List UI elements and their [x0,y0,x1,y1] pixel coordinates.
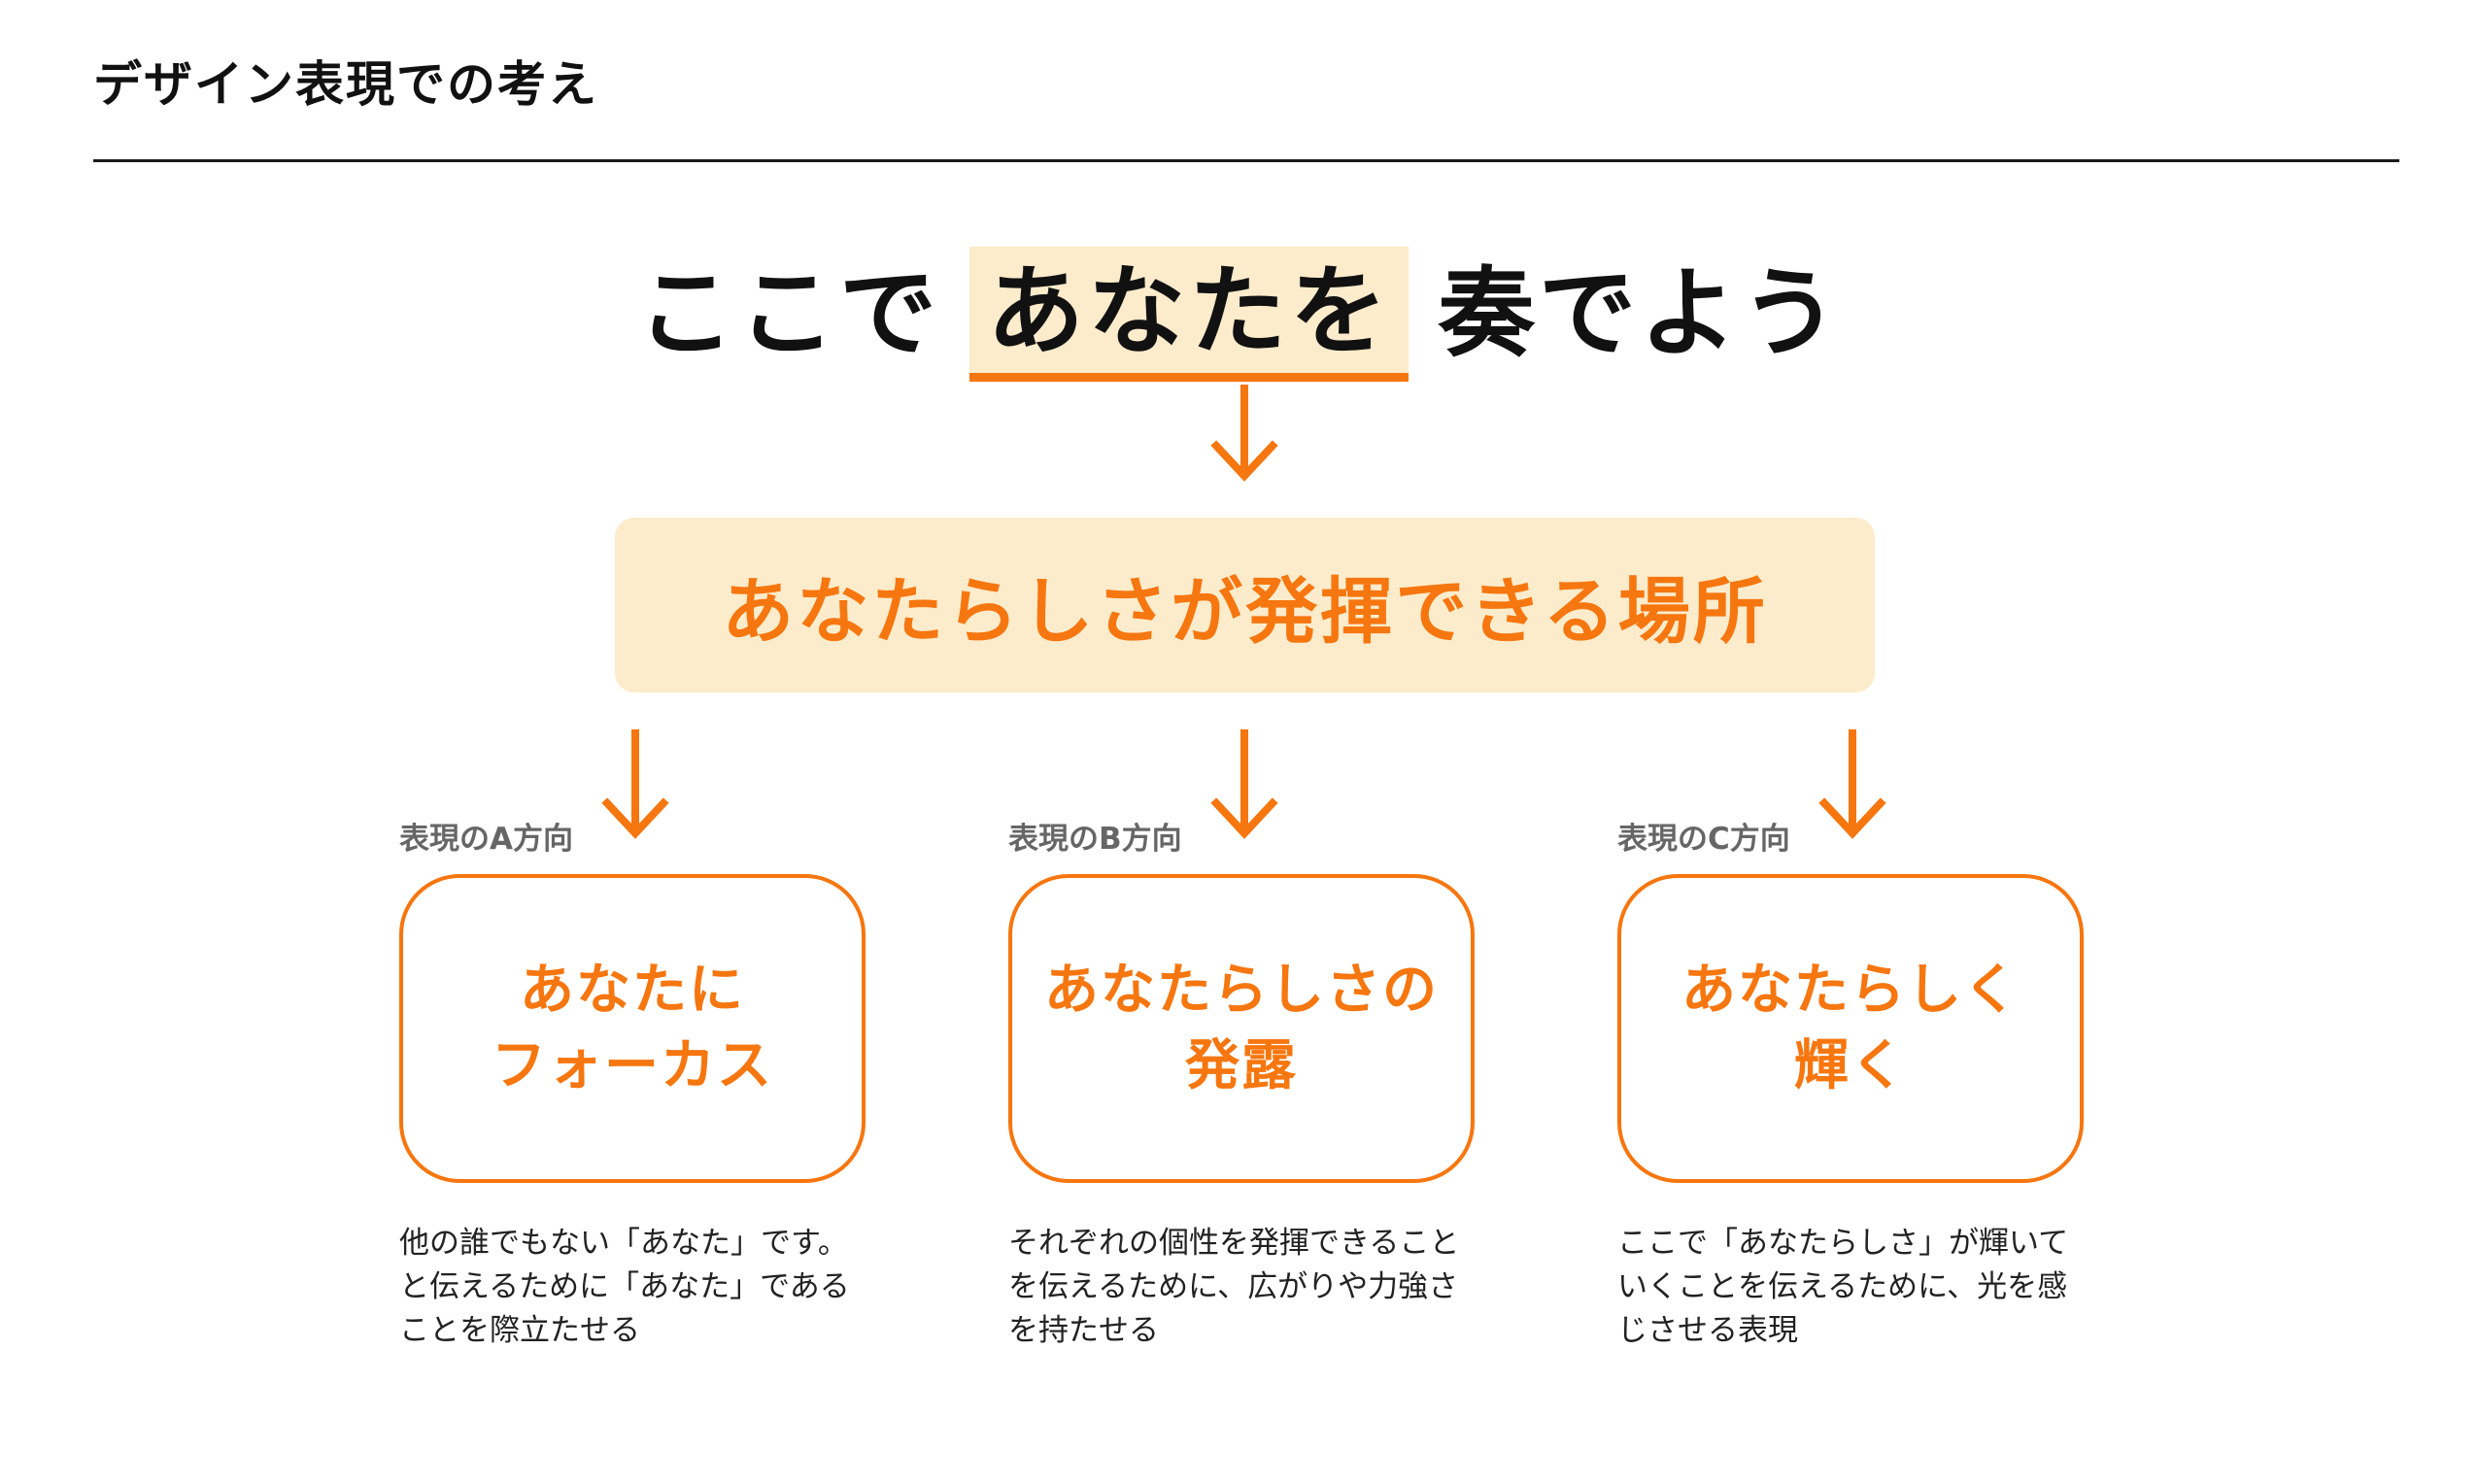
direction-a-label: 表現のA方向 [399,822,573,857]
direction-b-label: 表現のB方向 [1008,822,1182,857]
direction-c-title-line: 輝く [1794,1034,1907,1097]
direction-c-description: ここで「あなたらしさ」が輝いて いくことを伝えるために、光を感 じさせる表現 [1617,1222,2103,1353]
direction-c-card: あなたらしく 輝く [1617,874,2084,1183]
arrow-down-icon [1210,385,1278,482]
headline-before: ここで [637,256,940,370]
headline-after: 奏でよう [1438,256,1842,370]
direction-a-card: あなたに フォーカス [399,874,866,1183]
direction-a-description: 他の誰でもない「あなた」です。 と伝えるために「あなた」である ことを際立たせる [399,1222,885,1353]
arrow-down-icon [601,729,669,839]
description-line: それぞれの個性を発揮できること [1008,1226,1460,1261]
headline-highlight: あなたを [969,246,1409,382]
headline: ここで あなたを 奏でよう [0,241,2479,387]
description-line: と伝えるために「あなた」である [399,1269,850,1304]
description-line: いくことを伝えるために、光を感 [1617,1269,2068,1304]
direction-b-description: それぞれの個性を発揮できること を伝えるために、広がりや力強さ を持たせる [1008,1222,1494,1353]
direction-b-card: あなたらしさの 発露 [1008,874,1475,1183]
description-line: じさせる表現 [1617,1313,1798,1348]
direction-c-label: 表現のC方向 [1617,822,1790,857]
direction-c-title-line: あなたらしく [1681,959,2020,1022]
description-line: ここで「あなたらしさ」が輝いて [1617,1226,2069,1261]
description-line: を伝えるために、広がりや力強さ [1008,1269,1459,1304]
arrow-down-icon [1210,729,1278,839]
direction-b-title-line: 発露 [1185,1034,1298,1097]
direction-a-title-line: あなたに [520,959,745,1022]
direction-a-title-line: フォーカス [492,1034,773,1097]
description-line: 他の誰でもない「あなた」です。 [399,1226,848,1261]
section-title: デザイン表現での考え [93,56,598,113]
description-line: を持たせる [1008,1313,1159,1348]
center-box: あなたらしさが発揮できる場所 [615,518,1875,692]
title-divider [93,159,2399,162]
direction-b-title-line: あなたらしさの [1044,959,1439,1022]
arrow-down-icon [1818,729,1886,839]
description-line: ことを際立たせる [399,1313,640,1348]
